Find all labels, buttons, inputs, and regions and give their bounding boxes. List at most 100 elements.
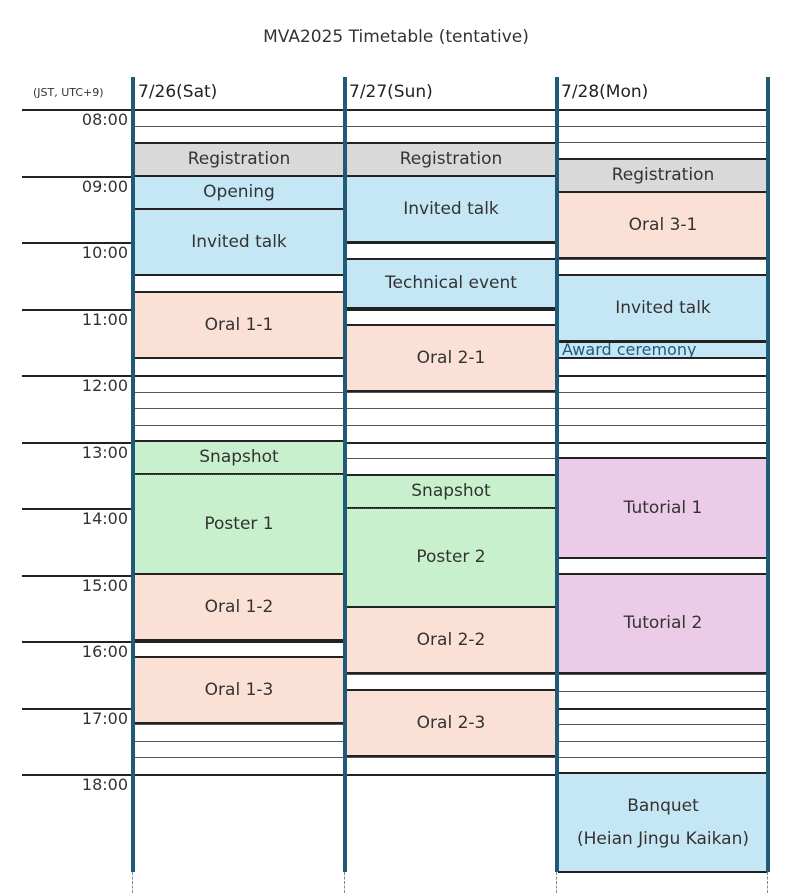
hour-label: 10:00 [81, 243, 128, 262]
event-mon-banquet: Banquet (Heian Jingu Kaikan) [558, 773, 768, 872]
grid-line [346, 408, 558, 409]
event-border [134, 208, 344, 210]
event-border [346, 474, 556, 476]
event-border [558, 341, 768, 343]
grid-line [558, 109, 768, 111]
event-border [346, 390, 556, 392]
grid-line [134, 408, 346, 409]
event-border [134, 274, 344, 276]
event-border [346, 142, 556, 144]
event-sun-invited-talk: Invited talk [346, 176, 556, 242]
column-divider [131, 77, 135, 872]
hour-line [22, 309, 132, 311]
grid-line [558, 142, 768, 143]
grid-line [346, 309, 558, 311]
grid-line [134, 757, 346, 758]
event-sun-oral-2-2: Oral 2-2 [346, 607, 556, 673]
event-border [346, 689, 556, 691]
hour-line [22, 641, 132, 643]
grid-line [134, 375, 346, 377]
event-border [134, 175, 344, 177]
grid-line [346, 458, 558, 459]
column-divider [766, 77, 770, 872]
event-border [346, 324, 556, 326]
grid-line [346, 109, 558, 111]
event-border [558, 357, 768, 359]
grid-line [558, 741, 768, 742]
grid-line [558, 674, 768, 675]
grid-line [558, 126, 768, 127]
grid-line [346, 674, 558, 675]
event-border [134, 357, 344, 359]
event-sun-snapshot: Snapshot [346, 475, 556, 508]
event-sat-opening: Opening [134, 176, 344, 209]
event-sun-technical-event: Technical event [346, 259, 556, 308]
grid-line [134, 641, 346, 643]
hour-label: 11:00 [81, 310, 128, 329]
snapshot-poster-divider [134, 474, 344, 475]
grid-line [134, 724, 346, 725]
event-sun-poster-2: Poster 2 [346, 508, 556, 607]
event-border [134, 573, 344, 575]
grid-line [558, 708, 768, 710]
grid-line [558, 259, 768, 260]
grid-line [558, 408, 768, 409]
event-border [558, 457, 768, 459]
grid-line [346, 757, 558, 758]
hour-label: 13:00 [81, 443, 128, 462]
hour-line [22, 708, 132, 710]
column-divider-tail [132, 872, 133, 893]
event-sat-poster-1: Poster 1 [134, 474, 344, 574]
hour-label: 18:00 [81, 775, 128, 794]
grid-line [558, 757, 768, 758]
column-divider-tail [556, 872, 557, 893]
event-border [346, 307, 556, 309]
column-divider [555, 77, 559, 872]
event-border [346, 755, 556, 757]
event-border [134, 656, 344, 658]
hour-label: 16:00 [81, 642, 128, 661]
page-title: MVA2025 Timetable (tentative) [263, 27, 529, 47]
event-sun-oral-2-3: Oral 2-3 [346, 690, 556, 756]
day-header-sat: 7/26(Sat) [138, 82, 218, 102]
event-sat-oral-1-2: Oral 1-2 [134, 574, 344, 640]
event-border [346, 672, 556, 674]
hour-line [22, 176, 132, 178]
grid-line [346, 425, 558, 426]
event-border [558, 158, 768, 160]
grid-line [558, 375, 768, 377]
event-sun-oral-2-1: Oral 2-1 [346, 325, 556, 391]
column-divider-tail [344, 872, 345, 893]
event-border [346, 606, 556, 608]
grid-line [134, 425, 346, 426]
grid-line [134, 109, 346, 111]
hour-line [22, 575, 132, 577]
grid-line [558, 691, 768, 692]
day-header-sun: 7/27(Sun) [349, 82, 433, 102]
event-border [134, 291, 344, 293]
event-mon-oral-3-1: Oral 3-1 [558, 192, 768, 258]
event-sat-oral-1-1: Oral 1-1 [134, 292, 344, 358]
event-mon-tutorial-2: Tutorial 2 [558, 574, 768, 673]
hour-line [22, 442, 132, 444]
grid-line [346, 126, 558, 127]
event-sun-registration: Registration [346, 143, 556, 176]
event-mon-tutorial-1: Tutorial 1 [558, 458, 768, 558]
grid-line [558, 425, 768, 426]
event-border [558, 772, 768, 774]
event-border [134, 440, 344, 442]
event-border [134, 722, 344, 724]
event-sat-registration: Registration [134, 143, 344, 176]
hour-label: 09:00 [81, 177, 128, 196]
grid-line [346, 442, 558, 444]
event-sat-oral-1-3: Oral 1-3 [134, 657, 344, 723]
event-border [558, 672, 768, 674]
hour-line [22, 375, 132, 377]
hour-label: 14:00 [81, 509, 128, 528]
event-mon-award-ceremony: Award ceremony [558, 342, 768, 358]
hour-label: 17:00 [81, 709, 128, 728]
grid-line [134, 126, 346, 127]
hour-line [22, 774, 132, 776]
event-border [134, 142, 344, 144]
event-border [558, 257, 768, 259]
